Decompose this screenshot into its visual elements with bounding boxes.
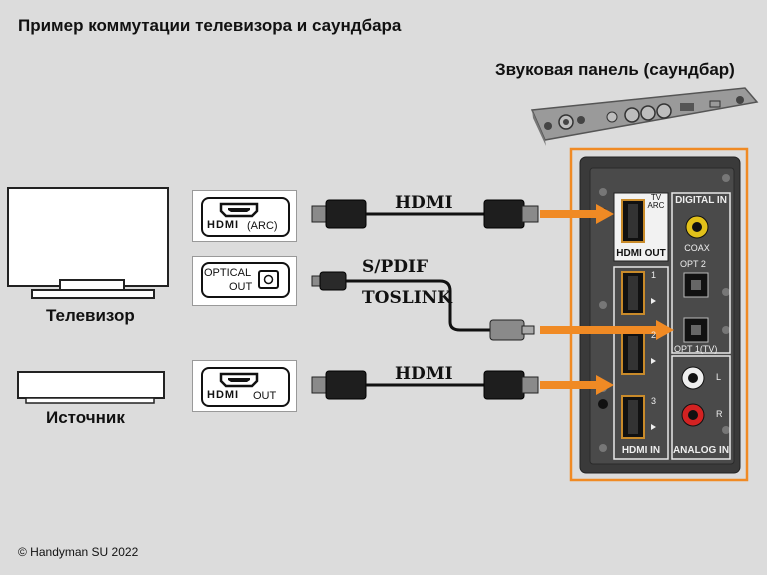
optical-label-line1: OPTICAL: [204, 267, 252, 279]
soundbar-rear-panel: [579, 156, 741, 474]
source-label: Источник: [46, 408, 125, 427]
source-hdmi-out-port: HDMI OUT: [192, 360, 297, 412]
tv-hdmi-logo: HDMI: [207, 219, 240, 231]
optical-cable: [311, 271, 535, 341]
panel-hdmi-in-label: HDMI IN: [621, 445, 661, 456]
tv-label: Телевизор: [46, 306, 135, 325]
tv-hdmi-arc-frame: HDMI (ARC): [201, 197, 290, 237]
panel-hdmi-in-2: 2: [651, 330, 657, 340]
optical-label-line2: OUT: [229, 281, 253, 293]
panel-tv-arc-label: TV ARC: [647, 193, 665, 210]
source-illustration: [17, 371, 165, 404]
hdmi-connector-icon: [219, 372, 259, 388]
hdmi-cable-top: [311, 199, 539, 229]
panel-analog-in-label: ANALOG IN: [672, 445, 730, 456]
panel-analog-l-label: L: [716, 372, 722, 382]
panel-opt2-label: OPT 2: [680, 259, 706, 269]
cable-label-toslink: TOSLINK: [362, 288, 452, 308]
source-hdmi-suffix: OUT: [253, 390, 277, 402]
tv-optical-out-port: OPTICAL OUT: [192, 256, 297, 306]
cable-label-hdmi-top: HDMI: [395, 193, 453, 213]
tv-hdmi-arc-port: HDMI (ARC): [192, 190, 297, 242]
connection-arrows: [540, 204, 674, 395]
page-title: Пример коммутации телевизора и саундбара: [18, 16, 402, 35]
source-hdmi-frame: HDMI OUT: [201, 367, 290, 407]
tv-illustration: [7, 187, 169, 299]
panel-digital-in-label: DIGITAL IN: [675, 195, 727, 206]
panel-hdmi-in-3: 3: [651, 396, 657, 406]
hdmi-cable-bottom: [311, 370, 539, 400]
tv-optical-frame: OPTICAL OUT: [201, 262, 290, 298]
panel-hdmi-out-label: HDMI OUT: [616, 248, 666, 259]
panel-opt1-label: OPT 1(TV): [674, 344, 718, 354]
panel-hdmi-in-1: 1: [651, 270, 657, 280]
tv-hdmi-suffix: (ARC): [247, 220, 278, 232]
copyright-footer: © Handyman SU 2022: [18, 545, 139, 559]
soundbar-illustration: [530, 87, 759, 146]
optical-connector-icon: [258, 270, 279, 289]
cable-label-spdif: S/PDIF: [362, 257, 429, 277]
hdmi-connector-icon: [219, 202, 259, 218]
cable-label-hdmi-bottom: HDMI: [395, 364, 453, 384]
soundbar-label: Звуковая панель (саундбар): [495, 60, 735, 79]
panel-highlight-frame: [569, 147, 749, 482]
panel-analog-r-label: R: [716, 409, 723, 419]
panel-coax-label: COAX: [684, 243, 710, 253]
source-hdmi-logo: HDMI: [207, 389, 240, 401]
